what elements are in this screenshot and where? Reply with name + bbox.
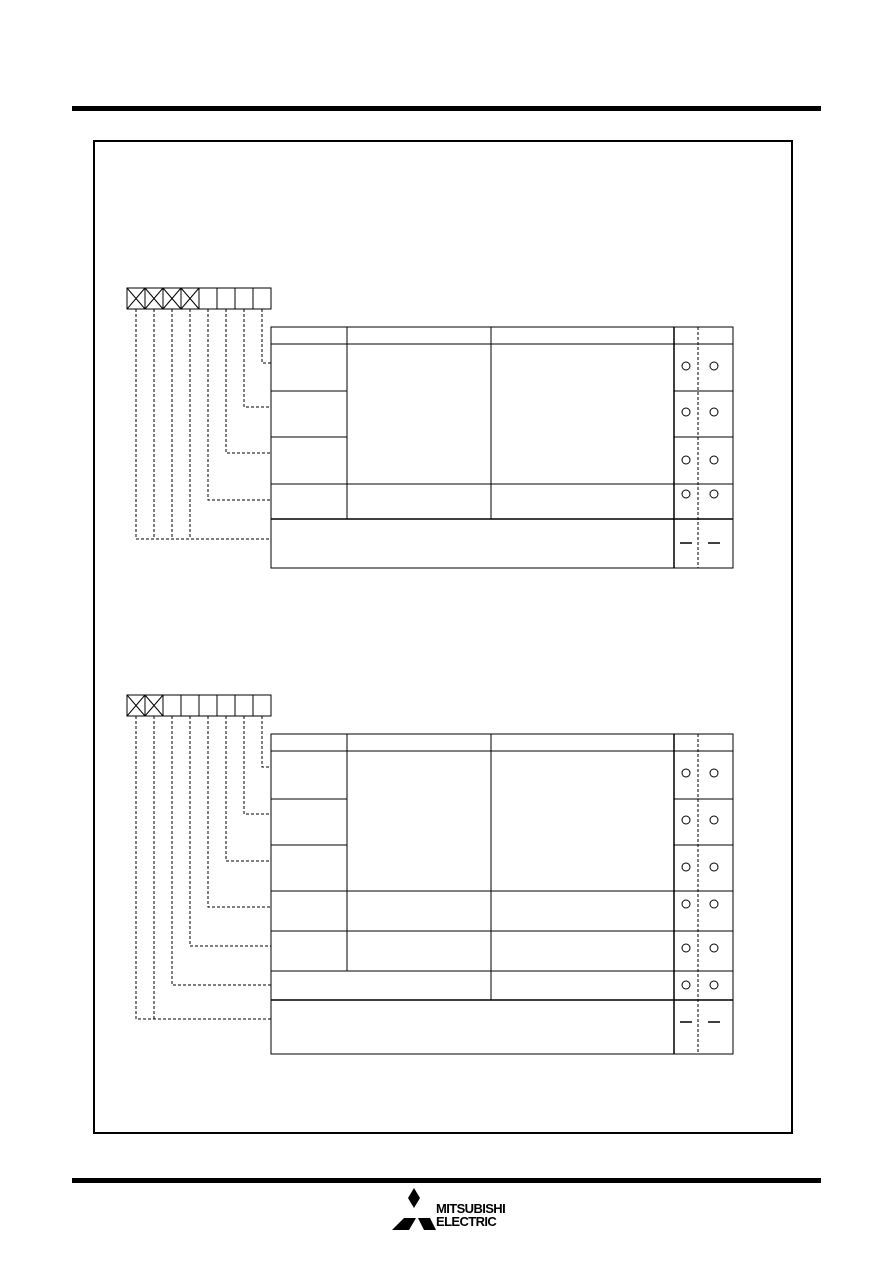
register-diagram-1: [126, 287, 734, 569]
header-rule: [72, 106, 821, 111]
footer-rule: [72, 1178, 821, 1183]
register-diagram-2: [126, 694, 734, 1055]
brand-line-2: ELECTRIC: [436, 1214, 497, 1229]
three-diamonds-icon: [392, 1188, 436, 1230]
content-frame: [93, 140, 793, 1134]
bit-field-1: [126, 287, 272, 310]
brand-line-1: MITSUBISHI: [436, 1201, 506, 1216]
leader-lines-1: [135, 309, 271, 540]
bit-table-2: [270, 733, 734, 1055]
leader-lines-2: [135, 716, 271, 1020]
bit-table-1: [270, 326, 734, 569]
bit-field-2: [126, 694, 272, 717]
mitsubishi-electric-logo: MITSUBISHI ELECTRIC: [392, 1188, 528, 1232]
